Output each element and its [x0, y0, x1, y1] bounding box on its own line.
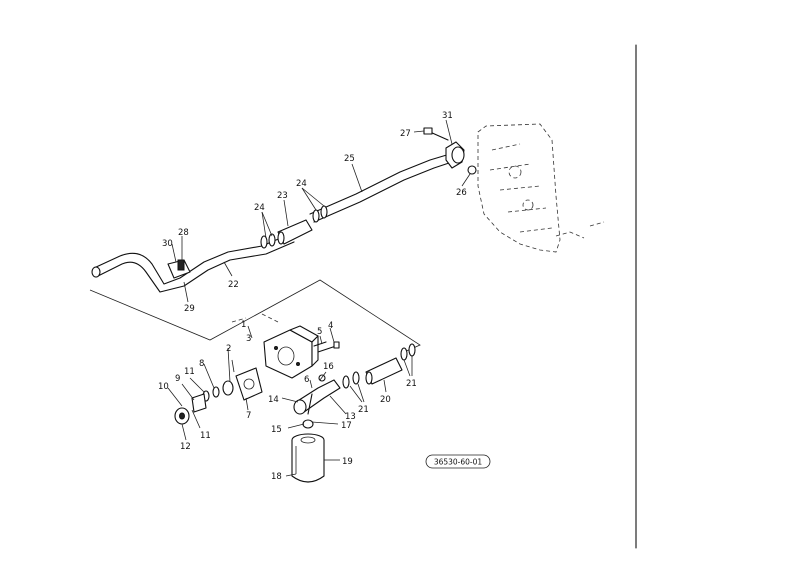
callout-11-lower: 11	[200, 431, 211, 441]
bolts-4-5	[313, 341, 340, 353]
clamps-24-left	[260, 233, 276, 249]
callout-22: 22	[228, 280, 239, 290]
callout-21-right: 21	[406, 379, 417, 389]
callout-25: 25	[344, 154, 355, 164]
shaft-parts-8-12	[174, 380, 234, 425]
callout-20: 20	[380, 395, 391, 405]
hose-23	[277, 219, 313, 245]
callout-3: 3	[246, 334, 251, 344]
callout-21-left: 21	[358, 405, 369, 415]
callout-30: 30	[162, 239, 173, 249]
suction-pipe	[91, 153, 453, 293]
callout-23: 23	[277, 191, 288, 201]
callout-11-upper: 11	[184, 367, 195, 377]
callout-13: 13	[345, 412, 356, 422]
leader-lines	[167, 119, 471, 477]
callout-9: 9	[175, 374, 180, 384]
callout-15: 15	[271, 425, 282, 435]
pipe-bracket-28-30	[167, 259, 191, 279]
callout-17: 17	[341, 421, 352, 431]
callout-16: 16	[323, 362, 334, 372]
gasket-7	[235, 367, 263, 401]
callout-1: 1	[241, 320, 246, 330]
callout-14: 14	[268, 395, 279, 405]
callout-28: 28	[178, 228, 189, 238]
clamps-21-left	[342, 371, 360, 389]
delivery-pipe-13	[293, 374, 341, 415]
gear-pump-3	[231, 313, 319, 379]
drawing-code: 36530-60-01	[434, 458, 483, 467]
callout-24-right: 24	[296, 179, 307, 189]
callout-labels: 1 2 3 4 5 6 7 8 9 10 11 11 12 13 14 15 1…	[158, 111, 467, 482]
oil-filter-19	[291, 419, 325, 483]
callout-10: 10	[158, 382, 169, 392]
callout-2: 2	[226, 344, 231, 354]
callout-8: 8	[199, 359, 204, 369]
hose-20	[365, 357, 403, 385]
callout-12: 12	[180, 442, 191, 452]
callout-18: 18	[271, 472, 282, 482]
callout-5: 5	[317, 327, 322, 337]
callout-4: 4	[328, 321, 333, 331]
strainer-31	[423, 127, 477, 175]
callout-27: 27	[400, 129, 411, 139]
callout-26: 26	[456, 188, 467, 198]
callout-24-left: 24	[254, 203, 265, 213]
callout-29: 29	[184, 304, 195, 314]
callout-19: 19	[342, 457, 353, 467]
callout-6: 6	[304, 375, 309, 385]
callout-7: 7	[246, 411, 251, 421]
engine-block-outline	[477, 123, 605, 253]
clamps-21-right	[400, 343, 416, 361]
drawing-code-box: 36530-60-01	[425, 454, 491, 469]
assembly-outline	[89, 279, 421, 353]
callout-31: 31	[442, 111, 453, 121]
